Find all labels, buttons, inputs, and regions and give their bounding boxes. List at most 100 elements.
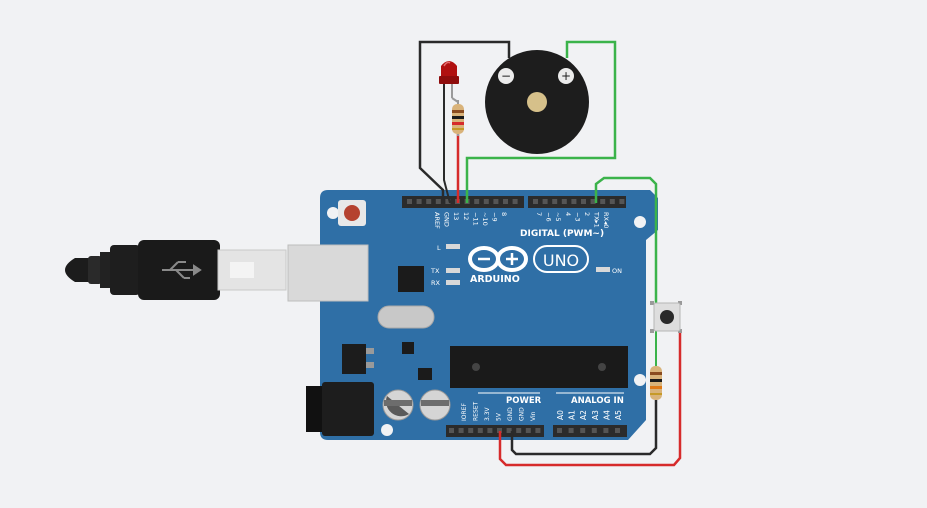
digital-pin-label: ~5: [554, 212, 562, 222]
digital-pin-label: TX▸1: [593, 211, 601, 228]
analog-pin-label: A3: [591, 410, 600, 420]
crystal-oscillator: [377, 305, 435, 329]
wires: [418, 40, 682, 467]
voltage-regulator: [342, 344, 374, 374]
atmega-chip: [450, 346, 628, 388]
header-pin[interactable]: [535, 428, 541, 433]
mounting-hole: [327, 207, 339, 219]
usb-grip: [110, 245, 140, 295]
digital-pin-label: 12: [462, 212, 470, 220]
header-pin[interactable]: [416, 199, 422, 204]
usb-cable[interactable]: [65, 240, 287, 300]
mounting-hole: [381, 424, 393, 436]
header-pin[interactable]: [542, 199, 548, 204]
header-pin[interactable]: [615, 428, 620, 433]
digital-pin-label: AREF: [433, 212, 441, 229]
header-pin[interactable]: [435, 199, 441, 204]
digital-pin-label: GND: [443, 212, 451, 227]
header-pin[interactable]: [497, 428, 502, 433]
wire-green-pin2-button[interactable]: [594, 176, 658, 305]
header-pin[interactable]: [600, 199, 606, 204]
reset-button[interactable]: [338, 200, 366, 226]
header-pin[interactable]: [590, 199, 596, 204]
power-jack[interactable]: [306, 382, 374, 436]
arduino-brand-text: ARDUINO: [470, 274, 520, 285]
header-pin[interactable]: [512, 199, 518, 204]
header-pin[interactable]: [581, 199, 586, 204]
header-pin[interactable]: [445, 199, 451, 204]
usb-strain-relief: [88, 256, 102, 284]
header-pin[interactable]: [493, 199, 499, 204]
pushbutton-icon[interactable]: [650, 301, 682, 333]
power-pin-label: 5V: [496, 412, 503, 421]
digital-pin-label: ~6: [545, 212, 553, 222]
digital-pin-label: 4: [564, 212, 572, 216]
header-pin[interactable]: [426, 199, 432, 204]
header-pin[interactable]: [506, 428, 512, 433]
digital-pin-label: ~10: [481, 212, 489, 226]
wire-red-button-5v[interactable]: [498, 332, 682, 467]
resistor-button[interactable]: [650, 366, 662, 400]
header-pin[interactable]: [580, 428, 586, 433]
header-pin[interactable]: [483, 199, 489, 204]
header-pin[interactable]: [458, 428, 464, 433]
power-pin-label: GND: [507, 407, 514, 421]
uno-badge: UNO: [533, 245, 589, 273]
digital-pin-label: ~11: [471, 212, 479, 226]
led-on: [596, 267, 610, 272]
led-tx: [446, 268, 460, 273]
power-pin-label: 3.3V: [484, 406, 491, 421]
wire-black-buzzer-gnd[interactable]: [418, 40, 511, 203]
analog-in-label: ANALOG IN: [571, 396, 624, 406]
header-pin[interactable]: [407, 199, 412, 204]
piezo-buzzer-icon[interactable]: − +: [485, 50, 589, 154]
usb-jack: [287, 244, 369, 302]
wire-led-cathode[interactable]: [443, 82, 451, 204]
power-pin-label: GND: [519, 407, 526, 421]
header-pin[interactable]: [557, 428, 562, 433]
analog-pin-label: A1: [568, 410, 577, 420]
header-pin[interactable]: [468, 428, 474, 433]
wire-black-resistor-gnd[interactable]: [510, 400, 658, 456]
digital-pwm-label: DIGITAL (PWM~): [520, 229, 604, 239]
digital-pin-label: 2: [583, 212, 591, 216]
digital-pin-label: RX◂0: [602, 212, 610, 228]
header-pin[interactable]: [619, 199, 625, 204]
analog-pin-label: A5: [614, 410, 623, 420]
header-pin[interactable]: [609, 199, 615, 204]
wire-green-buzzer-12[interactable]: [465, 40, 617, 203]
led-l: [446, 244, 460, 249]
power-pin-label: Vin: [530, 411, 537, 421]
header-pin[interactable]: [561, 199, 567, 204]
header-pin[interactable]: [568, 428, 574, 433]
header-pin[interactable]: [525, 428, 531, 433]
led-rx-label: RX: [431, 279, 441, 287]
arduino-infinity-logo: [468, 246, 528, 272]
header-pin[interactable]: [591, 428, 597, 433]
usb-plug-shine: [230, 262, 254, 278]
buzzer-plus-label: +: [561, 69, 571, 83]
buzzer-minus-label: −: [501, 69, 511, 83]
header-pin[interactable]: [474, 199, 480, 204]
header-pin[interactable]: [477, 428, 483, 433]
header-pin[interactable]: [533, 199, 538, 204]
header-pin[interactable]: [552, 199, 558, 204]
header-pin[interactable]: [603, 428, 609, 433]
analog-pin-label: A2: [579, 410, 588, 420]
resistor-led[interactable]: [452, 100, 464, 136]
led-on-label: ON: [612, 267, 622, 275]
header-pin[interactable]: [487, 428, 493, 433]
header-pin[interactable]: [503, 199, 508, 204]
usb-ring: [100, 252, 110, 288]
header-pin[interactable]: [571, 199, 577, 204]
led-icon[interactable]: [439, 61, 459, 103]
small-chip: [418, 368, 432, 380]
header-pin[interactable]: [449, 428, 454, 433]
digital-pin-label: ~9: [491, 212, 499, 222]
usb-cable-end: [65, 258, 92, 282]
led-l-label: L: [437, 244, 441, 252]
header-pin[interactable]: [516, 428, 522, 433]
